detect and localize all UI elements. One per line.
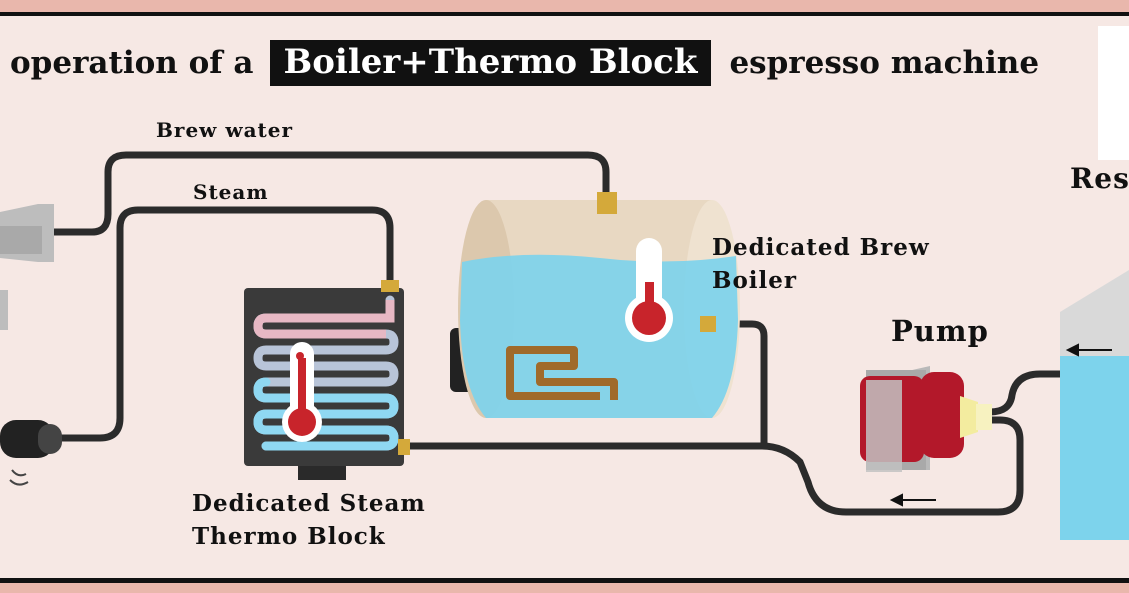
label-reservoir-partial: Res: [1070, 162, 1129, 195]
bottom-accent-band: [0, 583, 1129, 593]
flow-arrows: [889, 343, 1112, 507]
boiler-heating-element: [506, 346, 618, 400]
steam-thermo-block: [244, 288, 404, 480]
label-dedicated-brew-boiler-line1: Dedicated Brew: [712, 234, 930, 261]
steam-pipe: [56, 206, 394, 442]
fitting-thermo-outlet: [398, 439, 410, 455]
group-head: [0, 204, 54, 330]
boiler-water: [460, 254, 738, 418]
label-brew-water: Brew water: [156, 118, 294, 142]
steam-knob: [0, 420, 62, 486]
fitting-brew-outlet: [597, 192, 617, 214]
thermo-block-thermometer-icon: [282, 342, 322, 442]
fitting-boiler-inlet: [700, 316, 716, 332]
title-suffix: espresso machine: [729, 45, 1040, 81]
side-panel: [1098, 26, 1129, 160]
top-accent-band: [0, 0, 1129, 12]
label-dedicated-brew-boiler-line2: Boiler: [712, 267, 798, 294]
page-title: operation of a Boiler+Thermo Block espre…: [10, 36, 1039, 90]
boiler-thermometer-icon: [625, 238, 673, 342]
feed-pipe: [406, 416, 1024, 516]
title-highlight: Boiler+Thermo Block: [269, 40, 712, 86]
label-pump: Pump: [891, 314, 989, 348]
boiler-inlet-pipe: [712, 320, 768, 450]
pump: [860, 366, 992, 472]
title-prefix: operation of a: [10, 45, 254, 81]
reservoir: [1060, 270, 1129, 540]
label-steam: Steam: [193, 180, 269, 204]
label-steam-thermo-block-line1: Dedicated Steam: [192, 490, 426, 517]
brew-boiler: [450, 200, 740, 418]
label-steam-thermo-block-line2: Thermo Block: [192, 523, 386, 550]
top-frame-line: [0, 12, 1129, 16]
brew-water-pipe: [48, 151, 610, 344]
bottom-frame-line: [0, 578, 1129, 583]
pipes: [48, 151, 1129, 516]
pump-intake-pipe: [986, 370, 1129, 416]
fitting-steam: [381, 280, 399, 292]
